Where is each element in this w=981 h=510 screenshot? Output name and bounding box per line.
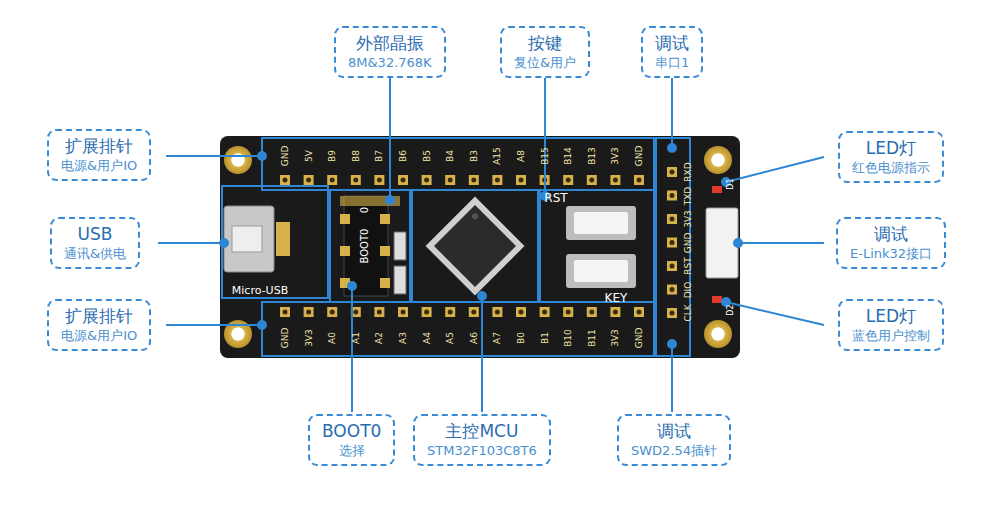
pin-name: B1 (540, 332, 549, 344)
callout-box: 按键复位&用户 (500, 26, 590, 78)
callout-title: BOOT0 (322, 420, 381, 442)
callout-title: LED灯 (852, 137, 930, 159)
pin-name: 5V (304, 150, 313, 162)
pin-name: B8 (351, 150, 360, 162)
callout-subtitle: STM32F103C8T6 (427, 442, 537, 460)
pin-name: A5 (446, 332, 455, 344)
callout-box: 外部晶振8M&32.768K (334, 26, 446, 78)
silkscreen-label: D1 (727, 178, 735, 189)
pin-name: GND (281, 328, 290, 349)
pin-name: B15 (540, 147, 549, 165)
pin-name: B14 (564, 147, 573, 165)
region-outlines (222, 138, 690, 356)
crystals (340, 196, 406, 294)
callout-box: 调试SWD2.54插针 (617, 414, 731, 466)
pin-name: A6 (469, 332, 478, 344)
micro-usb (224, 206, 274, 272)
micro-usb-port (232, 226, 262, 252)
pin-name: DIO (684, 281, 693, 298)
pin-name: B5 (422, 150, 431, 162)
callout-box: USB通讯&供电 (50, 217, 140, 269)
pin-name: GND (635, 146, 644, 167)
callout-subtitle: SWD2.54插针 (631, 442, 717, 460)
pin-name: B7 (375, 150, 384, 162)
pin-name: 3V3 (611, 329, 620, 347)
pin-name: B4 (446, 150, 455, 162)
callout-title: 调试 (655, 32, 689, 54)
pin-name: RXD (684, 162, 693, 181)
callout-title: 主控MCU (427, 420, 537, 442)
callout-box: 扩展排针电源&用户IO (47, 129, 151, 181)
callout-title: LED灯 (852, 305, 930, 327)
mount-hole (704, 320, 732, 348)
pin-name: 3V3 (304, 329, 313, 347)
pin-name: A0 (328, 332, 337, 344)
silkscreen-label: KEY (605, 292, 628, 304)
pin-name: GND (635, 328, 644, 349)
pin-name: GND (684, 232, 693, 253)
pin-name: TXD (684, 186, 693, 205)
pin-name: B3 (469, 150, 478, 162)
callout-subtitle: E-Link32接口 (850, 245, 932, 263)
mount-hole (224, 146, 252, 174)
callout-subtitle: 红色电源指示 (852, 159, 930, 177)
pin-name: B0 (517, 332, 526, 344)
pin-name: A1 (351, 332, 360, 344)
pin-name: GND (281, 146, 290, 167)
pin-name: A3 (399, 332, 408, 344)
callout-title: 扩展排针 (61, 305, 137, 327)
callout-subtitle: 选择 (322, 442, 381, 460)
callout-box: 调试E-Link32接口 (836, 217, 946, 269)
pcb (220, 136, 740, 358)
callout-subtitle: 串口1 (655, 54, 689, 72)
callout-title: 按键 (514, 32, 576, 54)
callout-box: 扩展排针电源&用户IO (47, 299, 151, 351)
pin-name: B9 (328, 150, 337, 162)
silkscreen-label: BOOT0 (360, 229, 370, 264)
pin-name: B6 (399, 150, 408, 162)
pin-name: A7 (493, 332, 502, 344)
pin-name: 3V3 (684, 210, 693, 228)
callout-title: 调试 (631, 420, 717, 442)
callout-box: 主控MCUSTM32F103C8T6 (413, 414, 551, 466)
silkscreen-label: 0 (360, 207, 370, 213)
pin-name: B11 (587, 329, 596, 347)
pin-name: A15 (493, 147, 502, 165)
callout-box: BOOT0选择 (308, 414, 395, 466)
callout-subtitle: 通讯&供电 (64, 245, 126, 263)
led-red (712, 186, 722, 193)
callout-subtitle: 蓝色用户控制 (852, 327, 930, 345)
pin-name: B10 (564, 329, 573, 347)
pin-name: CLK (684, 304, 693, 321)
callout-title: 调试 (850, 223, 932, 245)
callout-box: LED灯蓝色用户控制 (838, 299, 944, 351)
pin-name: 3V3 (611, 147, 620, 165)
mcu-chip (426, 197, 525, 296)
callout-title: 扩展排针 (61, 135, 137, 157)
pin-name: B13 (587, 147, 596, 165)
header-pins (280, 167, 677, 318)
pin-name: A8 (517, 150, 526, 162)
callout-subtitle: 电源&用户IO (61, 157, 137, 175)
pin-name: A2 (375, 332, 384, 344)
callout-title: 外部晶振 (348, 32, 432, 54)
mount-hole (704, 146, 732, 174)
callout-box: 调试串口1 (641, 26, 703, 78)
silkscreen-label: Micro-USB (232, 285, 288, 296)
usb-pads (276, 222, 290, 256)
callout-subtitle: 电源&用户IO (61, 327, 137, 345)
callout-box: LED灯红色电源指示 (838, 131, 944, 183)
callout-subtitle: 复位&用户 (514, 54, 576, 72)
buttons (566, 206, 636, 288)
boot-jumper (340, 196, 390, 296)
pin-name: RST (684, 257, 693, 274)
pin-name: A4 (422, 332, 431, 344)
callout-subtitle: 8M&32.768K (348, 54, 432, 72)
callout-title: USB (64, 223, 126, 245)
silkscreen-label: RST (544, 192, 567, 204)
silkscreen-label: D2 (727, 304, 735, 315)
led-blue (712, 296, 722, 303)
